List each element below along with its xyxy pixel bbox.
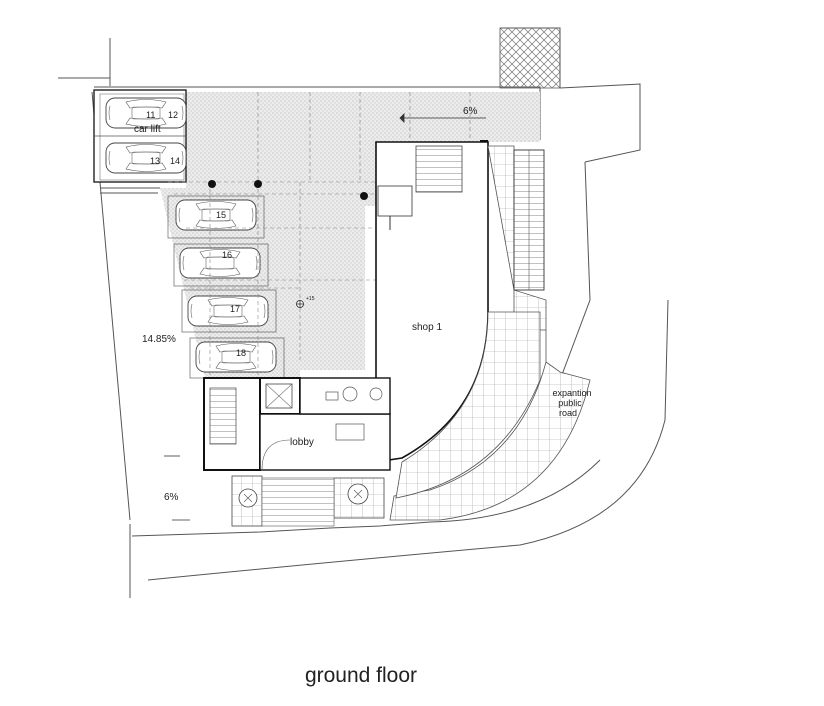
planters [231, 475, 385, 527]
shop-1 [375, 141, 501, 463]
road-label-line3: road [559, 408, 577, 418]
structural-grid [168, 92, 471, 384]
lobby-label: lobby [290, 437, 314, 448]
parking-space-17: 17 [230, 304, 240, 314]
parking-space-14: 14 [170, 156, 180, 166]
slope-label-bottom: 6% [164, 492, 179, 503]
slope-label-left: 14.85% [142, 334, 176, 345]
level-mark-label: +15 [306, 296, 315, 302]
parking-space-15: 15 [216, 210, 226, 220]
parking-space-11: 11 [146, 110, 155, 120]
slope-label-top: 6% [463, 106, 478, 117]
road-label-line2: public [558, 398, 582, 408]
car-lift [93, 89, 187, 183]
hatched-area [499, 27, 561, 89]
level-marker [296, 300, 304, 308]
tiled-walk [395, 311, 541, 499]
parking-space-18: 18 [236, 348, 246, 358]
tiled-patio [389, 145, 591, 521]
slope-arrows [164, 113, 486, 521]
parking-space-16: 16 [222, 250, 232, 260]
right-staircase [513, 149, 545, 291]
car-lift-label: car lift [134, 124, 161, 135]
lobby-block [203, 377, 391, 471]
road-label-line1: expantion [552, 388, 591, 398]
shop-label: shop 1 [412, 322, 442, 333]
parking-space-13: 13 [150, 156, 160, 166]
parking-space-12: 12 [168, 110, 178, 120]
parking-bays [167, 195, 285, 379]
drawing-caption: ground floor [304, 664, 418, 687]
